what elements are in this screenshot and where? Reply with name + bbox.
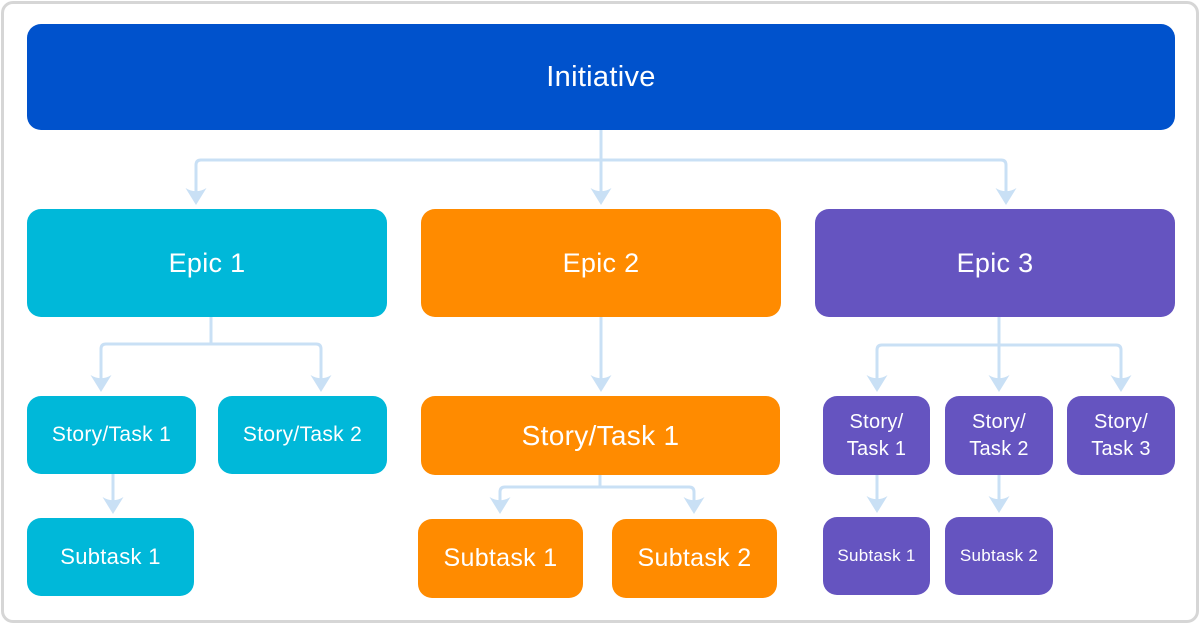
epic3-story-task-3-node: Story/ Task 3 — [1067, 396, 1175, 475]
epic3-story-task-3-label: Story/ Task 3 — [1091, 411, 1151, 460]
epic3-subtask-1-label: Subtask 1 — [837, 546, 916, 565]
epic-2-node: Epic 2 — [421, 209, 781, 317]
epic3-story-task-1-node: Story/ Task 1 — [823, 396, 930, 475]
epic1-story-task-2-node: Story/Task 2 — [218, 396, 387, 474]
epic3-story-task-2-node: Story/ Task 2 — [945, 396, 1053, 475]
epic2-subtask-1-node: Subtask 1 — [418, 519, 583, 598]
epic2-story-task-1-node: Story/Task 1 — [421, 396, 780, 475]
epic3-subtask-2-label: Subtask 2 — [959, 546, 1039, 565]
epic-1-node: Epic 1 — [27, 209, 387, 317]
epic1-subtask-1-node: Subtask 1 — [27, 518, 194, 596]
epic3-subtask-2-node: Subtask 2 — [945, 517, 1053, 595]
epic2-story-task-1-label: Story/Task 1 — [521, 419, 680, 451]
epic-3-label: Epic 3 — [956, 247, 1034, 278]
epic3-story-task-2-label: Story/ Task 2 — [969, 411, 1029, 460]
epic1-story-task-2-label: Story/Task 2 — [242, 423, 363, 446]
epic-3-node: Epic 3 — [815, 209, 1175, 317]
epic3-story-task-1-label: Story/ Task 1 — [846, 411, 907, 460]
epic-1-label: Epic 1 — [168, 247, 246, 278]
epic-2-label: Epic 2 — [562, 247, 640, 278]
epic1-story-task-1-label: Story/Task 1 — [51, 423, 172, 446]
epic1-subtask-1-label: Subtask 1 — [60, 544, 161, 569]
initiative-label: Initiative — [546, 60, 656, 93]
initiative-node: Initiative — [27, 24, 1175, 130]
epic1-story-task-1-node: Story/Task 1 — [27, 396, 196, 474]
epic2-subtask-2-label: Subtask 2 — [637, 544, 752, 572]
epic3-subtask-1-node: Subtask 1 — [823, 517, 930, 595]
epic2-subtask-1-label: Subtask 1 — [443, 544, 558, 572]
epic2-subtask-2-node: Subtask 2 — [612, 519, 777, 598]
